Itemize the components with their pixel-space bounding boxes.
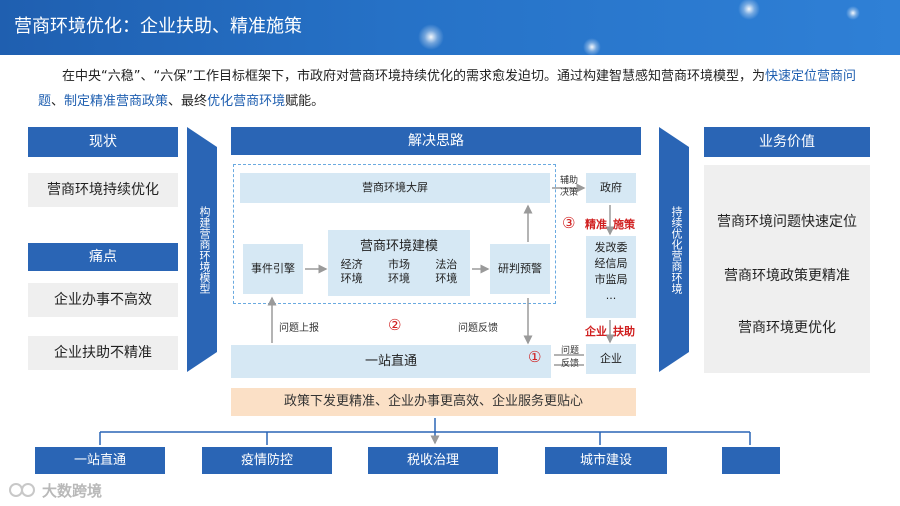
- model-item-market: 市场 环境: [387, 258, 410, 285]
- bottom-item-tax: 税收治理: [368, 447, 498, 474]
- question-feedback-label: 问题 反馈: [560, 346, 579, 369]
- enterprise-red-label: 企业: [585, 325, 607, 338]
- bottom-item-onestop: 一站直通: [35, 447, 165, 474]
- screen-box: 营商环境大屏: [240, 173, 550, 203]
- model-dashed-region: [233, 164, 556, 304]
- report-up-label: 问题上报: [279, 323, 319, 334]
- pain-item: 企业扶助不精准: [28, 336, 178, 370]
- intro-text: 在中央“六稳”、“六保”工作目标框架下，市政府对营商环境持续优化的需求愈发迫切。…: [62, 69, 765, 84]
- intro-text: 赋能。: [285, 94, 325, 109]
- intro-text: 、: [51, 94, 65, 109]
- step-3-marker: ③: [562, 214, 576, 232]
- precise-label: 精准: [585, 218, 607, 231]
- dept-item: 经信局: [594, 257, 628, 270]
- feedback-label: 问题反馈: [458, 323, 498, 334]
- step-2-marker: ②: [388, 316, 402, 334]
- value-panel: 营商环境问题快速定位 营商环境政策更精准 营商环境更优化: [704, 165, 870, 373]
- chevron-arrow-icon: [659, 127, 689, 372]
- summary-box: 政策下发更精准、企业办事更高效、企业服务更贴心: [231, 388, 636, 416]
- event-engine-box: 事件引擎: [243, 244, 303, 294]
- status-header: 现状: [28, 127, 178, 157]
- value-item: 营商环境更优化: [738, 320, 836, 336]
- sparkle-decoration: [583, 38, 601, 55]
- intro-highlight: 制定精准营商政策: [64, 94, 169, 109]
- dept-item: 市监局: [594, 273, 628, 286]
- dept-box: 发改委 经信局 市监局 ...: [586, 236, 636, 318]
- step-1-marker: ①: [528, 348, 542, 366]
- pain-header: 痛点: [28, 243, 178, 271]
- value-header: 业务价值: [704, 127, 870, 157]
- chevron-arrow-icon: [187, 127, 217, 372]
- gov-box: 政府: [586, 173, 636, 203]
- solution-header: 解决思路: [231, 127, 641, 155]
- onestop-box: 一站直通: [231, 345, 551, 378]
- watermark: 大数跨境: [8, 478, 102, 502]
- page-title: 营商环境优化：企业扶助、精准施策: [14, 16, 302, 37]
- intro-text: 、最终: [168, 94, 208, 109]
- model-item-economy: 经济 环境: [340, 258, 363, 285]
- right-arrow-label: 持续优化营商环境: [670, 206, 683, 294]
- intro-highlight: 快速定位营商问题: [38, 69, 856, 109]
- model-item-law: 法治 环境: [435, 258, 458, 285]
- help-red-label: 扶助: [613, 325, 635, 338]
- sparkle-decoration: [846, 6, 860, 20]
- model-box: 营商环境建模 经济 环境 市场 环境 法治 环境: [328, 230, 470, 296]
- judge-box: 研判预警: [490, 244, 550, 294]
- watermark-logo-icon: [9, 483, 35, 497]
- status-item: 营商环境持续优化: [28, 173, 178, 207]
- aux-decision-label: 辅助 决策: [559, 176, 578, 198]
- watermark-text: 大数跨境: [42, 481, 103, 500]
- policy-label: 施策: [613, 218, 635, 231]
- dept-item: ...: [605, 289, 617, 302]
- dept-item: 发改委: [594, 241, 628, 254]
- sparkle-decoration: [418, 24, 444, 50]
- model-title: 营商环境建模: [359, 239, 438, 254]
- bottom-item-partial: [722, 447, 780, 474]
- title-banner: 营商环境优化：企业扶助、精准施策: [0, 0, 900, 55]
- value-item: 营商环境问题快速定位: [717, 214, 857, 230]
- value-item: 营商环境政策更精准: [724, 268, 850, 284]
- intro-paragraph: 在中央“六稳”、“六保”工作目标框架下，市政府对营商环境持续优化的需求愈发迫切。…: [38, 64, 878, 114]
- bottom-item-epidemic: 疫情防控: [202, 447, 332, 474]
- left-arrow-label: 构建营商环境模型: [198, 205, 211, 294]
- sparkle-decoration: [738, 0, 760, 20]
- intro-highlight: 优化营商环境: [207, 94, 286, 109]
- bottom-item-city: 城市建设: [545, 447, 667, 474]
- pain-item: 企业办事不高效: [28, 283, 178, 317]
- enterprise-box: 企业: [586, 344, 636, 374]
